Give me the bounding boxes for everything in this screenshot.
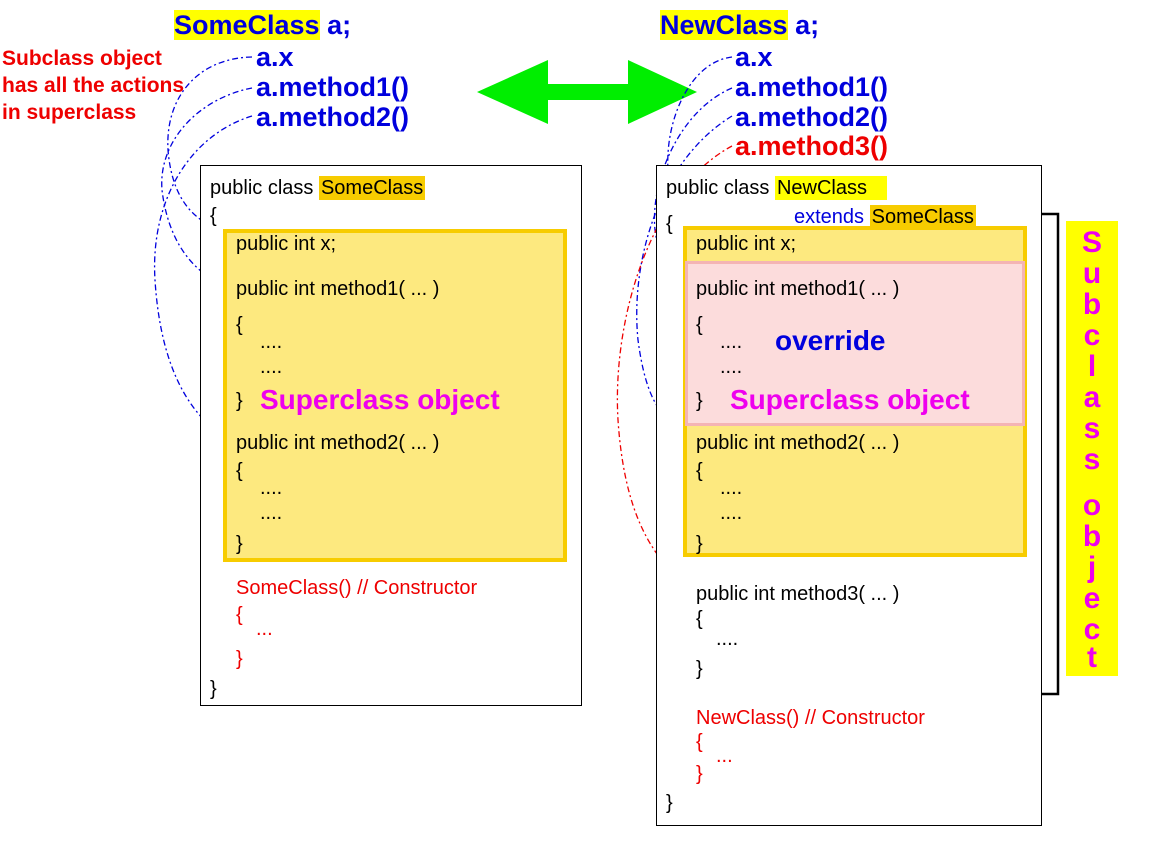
left-method1-signature: public int method1( ... )	[236, 278, 440, 300]
subclass-letter: c	[1083, 319, 1101, 352]
right-method3-arrow	[616, 145, 733, 591]
right-extends-class: SomeClass	[869, 205, 976, 229]
side-note-line: Subclass object	[2, 47, 162, 70]
subclass-letter: e	[1083, 582, 1101, 615]
right-class-name: NewClass	[774, 176, 887, 200]
left-access-method1: a.method1()	[256, 72, 410, 102]
left-method1-arrow	[161, 87, 253, 290]
right-field: public int x;	[696, 233, 797, 255]
override-block	[685, 261, 1025, 426]
left-superclass-label: Superclass object	[260, 384, 500, 415]
left-decl-var: a;	[327, 10, 352, 40]
subclass-letter: a	[1083, 381, 1101, 414]
subclass-letter: t	[1087, 641, 1097, 674]
right-method1-signature: public int method1( ... )	[696, 278, 900, 300]
right-access-method3: a.method3()	[735, 131, 889, 161]
right-constructor-close: }	[696, 763, 703, 785]
right-constructor-signature: NewClass() // Constructor	[696, 707, 925, 729]
subclass-object-label: S u b c l a s s o b j e c t	[1066, 221, 1118, 676]
left-class-header: public class SomeClass	[210, 176, 426, 200]
left-method2-open: {	[236, 460, 243, 482]
left-method2-close: }	[236, 533, 243, 555]
right-extends-clause: extends SomeClass	[794, 205, 976, 229]
right-constructor-body: ...	[716, 745, 733, 767]
left-constructor-signature: SomeClass() // Constructor	[236, 577, 478, 599]
subclass-letter: b	[1082, 520, 1102, 553]
left-class-keyword: public class	[210, 177, 314, 199]
subclass-letter: b	[1082, 288, 1102, 321]
left-access-method2: a.method2()	[256, 102, 410, 132]
subclass-letter: j	[1087, 551, 1097, 584]
left-constructor-body: ...	[256, 618, 273, 640]
left-method1-open: {	[236, 314, 243, 336]
left-method1-body: ....	[260, 331, 283, 353]
left-method1-close: }	[236, 390, 243, 412]
left-class-name: SomeClass	[318, 176, 426, 200]
side-note-line: has all the actions	[2, 74, 185, 97]
left-field: public int x;	[236, 233, 337, 255]
right-method3-open: {	[696, 608, 703, 630]
override-label: override	[775, 325, 886, 356]
left-close-brace: }	[210, 678, 217, 700]
right-decl-var: a;	[795, 10, 820, 40]
right-method1-body: ....	[720, 331, 743, 353]
right-method2-close: }	[696, 533, 703, 555]
green-double-arrow	[477, 60, 697, 124]
subclass-letter: o	[1082, 489, 1102, 522]
left-open-brace: {	[210, 205, 217, 227]
left-constructor-close: }	[236, 648, 243, 670]
right-open-brace: {	[666, 213, 673, 235]
left-method2-signature: public int method2( ... )	[236, 432, 440, 454]
right-method3-close: }	[696, 658, 703, 680]
right-class-header: public class NewClass	[666, 176, 887, 200]
right-method2-signature: public int method2( ... )	[696, 432, 900, 454]
left-access-x: a.x	[256, 42, 294, 72]
right-method3-signature: public int method3( ... )	[696, 583, 900, 605]
left-x-arrow	[167, 56, 253, 236]
right-method1-body: ....	[720, 356, 743, 378]
left-declaration: SomeClass a;	[174, 10, 351, 41]
right-method2-body: ....	[720, 502, 743, 524]
right-constructor-open: {	[696, 731, 703, 753]
subclass-letter: s	[1083, 443, 1101, 476]
subclass-letter: S	[1081, 226, 1102, 259]
right-method2-body: ....	[720, 477, 743, 499]
right-close-brace: }	[666, 792, 673, 814]
side-note-line: in superclass	[2, 101, 137, 124]
right-superclass-label: Superclass object	[730, 384, 970, 415]
right-decl-class: NewClass	[660, 10, 788, 40]
subclass-letter: u	[1082, 257, 1102, 290]
right-access-method1: a.method1()	[735, 72, 889, 102]
left-method1-body: ....	[260, 356, 283, 378]
right-method1-close: }	[696, 390, 703, 412]
left-superclass-block	[223, 229, 567, 562]
side-note: Subclass object has all the actions in s…	[2, 45, 184, 126]
subclass-letter: c	[1083, 613, 1101, 646]
right-access-method2: a.method2()	[735, 102, 889, 132]
right-method2-open: {	[696, 460, 703, 482]
left-method2-arrow	[153, 115, 253, 443]
subclass-letter: l	[1087, 350, 1097, 383]
right-declaration: NewClass a;	[660, 10, 819, 41]
left-constructor-open: {	[236, 604, 243, 626]
subclass-letter: s	[1083, 412, 1101, 445]
right-extends-keyword: extends	[794, 206, 865, 228]
left-decl-class: SomeClass	[174, 10, 320, 40]
left-method2-body: ....	[260, 477, 283, 499]
right-method1-open: {	[696, 314, 703, 336]
right-class-keyword: public class	[666, 177, 770, 199]
right-access-x: a.x	[735, 42, 773, 72]
right-method3-body: ....	[716, 628, 739, 650]
left-method2-body: ....	[260, 502, 283, 524]
